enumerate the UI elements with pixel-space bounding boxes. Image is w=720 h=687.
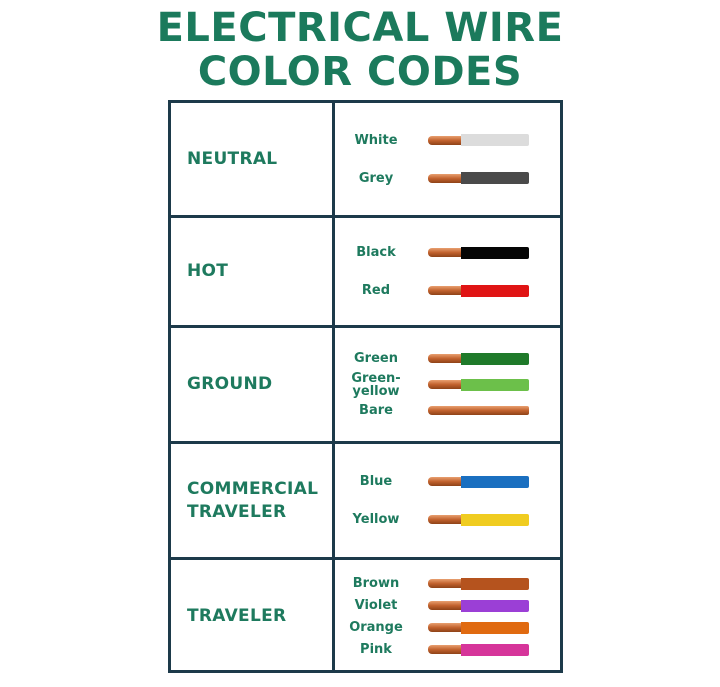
copper-conductor-icon <box>428 135 461 145</box>
wire-color-label: Grey <box>358 170 394 186</box>
wire-icon <box>428 577 529 590</box>
wire-insulation-icon <box>461 134 529 146</box>
copper-conductor-icon <box>428 173 461 183</box>
wire-insulation-icon <box>461 513 529 526</box>
wire-item: Orange <box>338 617 560 639</box>
wire-item: Green <box>338 348 560 370</box>
title-line-1: ELECTRICAL WIRE <box>156 5 564 51</box>
wire-icon <box>428 352 529 365</box>
category-label: NEUTRAL <box>171 103 335 215</box>
copper-conductor-icon <box>428 645 461 654</box>
copper-conductor-icon <box>428 406 461 415</box>
wire-item: Pink <box>338 639 560 661</box>
wire-insulation-icon <box>461 352 529 365</box>
wire-item: Green- yellow <box>338 370 560 400</box>
wire-color-label: Orange <box>349 620 403 635</box>
wire-item: Violet <box>338 595 560 617</box>
wire-icon <box>428 475 529 488</box>
wire-insulation-icon <box>461 599 529 612</box>
category-label: HOT <box>171 218 335 325</box>
copper-conductor-icon <box>428 623 461 632</box>
wire-item: Yellow <box>338 509 560 531</box>
wire-color-label: Blue <box>359 474 393 489</box>
copper-conductor-icon <box>428 380 461 389</box>
wire-icon <box>428 599 529 612</box>
wire-item: Blue <box>338 471 560 493</box>
category-label: GROUND <box>171 328 335 441</box>
copper-conductor-icon <box>428 579 461 588</box>
wire-item: Black <box>338 242 560 264</box>
wire-color-label: Green <box>354 351 398 366</box>
wire-icon <box>428 246 529 259</box>
copper-conductor-icon <box>428 248 461 257</box>
title-line-2: COLOR CODES <box>197 49 523 95</box>
copper-conductor-icon <box>428 477 461 486</box>
category-label: TRAVELER <box>171 560 335 673</box>
wire-insulation-icon <box>461 246 529 259</box>
wire-insulation-icon <box>461 475 529 488</box>
wire-insulation-icon <box>461 577 529 590</box>
wire-icon <box>428 513 529 526</box>
copper-conductor-icon <box>428 354 461 363</box>
copper-conductor-icon <box>428 601 461 610</box>
category-label: COMMERCIAL TRAVELER <box>171 444 335 557</box>
copper-conductor-icon <box>428 286 461 295</box>
wire-icon <box>428 643 529 656</box>
wire-color-label: White <box>354 132 398 148</box>
wire-item: Brown <box>338 573 560 595</box>
page-title: ELECTRICAL WIRE COLOR CODES <box>0 6 720 94</box>
wire-color-label: Green- yellow <box>351 370 401 399</box>
wire-icon <box>428 134 529 146</box>
wire-color-label: Brown <box>352 576 400 591</box>
wire-color-label: Pink <box>360 642 392 657</box>
category-text: NEUTRAL <box>187 148 278 169</box>
wire-item: White <box>338 129 560 151</box>
wire-icon <box>428 172 529 184</box>
wire-item: Red <box>338 280 560 302</box>
wire-insulation-icon <box>461 378 529 391</box>
wire-icon <box>428 378 529 391</box>
category-text: GROUND <box>187 374 273 394</box>
wire-icon <box>428 405 529 417</box>
wire-color-label: Violet <box>354 598 398 613</box>
category-text: HOT <box>187 261 229 281</box>
wire-color-label: Bare <box>359 403 393 418</box>
wire-insulation-icon <box>461 621 529 634</box>
wire-insulation-icon <box>461 172 529 184</box>
wire-color-label: Yellow <box>352 512 400 527</box>
wire-insulation-icon <box>461 643 529 656</box>
wire-item: Grey <box>338 167 560 189</box>
category-text: COMMERCIAL TRAVELER <box>187 478 319 522</box>
wire-color-label: Black <box>356 245 396 260</box>
copper-conductor-icon <box>428 515 461 524</box>
wire-icon <box>428 621 529 634</box>
wire-insulation-icon <box>461 284 529 297</box>
wire-color-label: Red <box>361 283 391 298</box>
wire-icon <box>428 284 529 297</box>
wire-insulation-icon <box>461 406 529 415</box>
category-text: TRAVELER <box>187 606 287 626</box>
wire-item: Bare <box>338 400 560 422</box>
